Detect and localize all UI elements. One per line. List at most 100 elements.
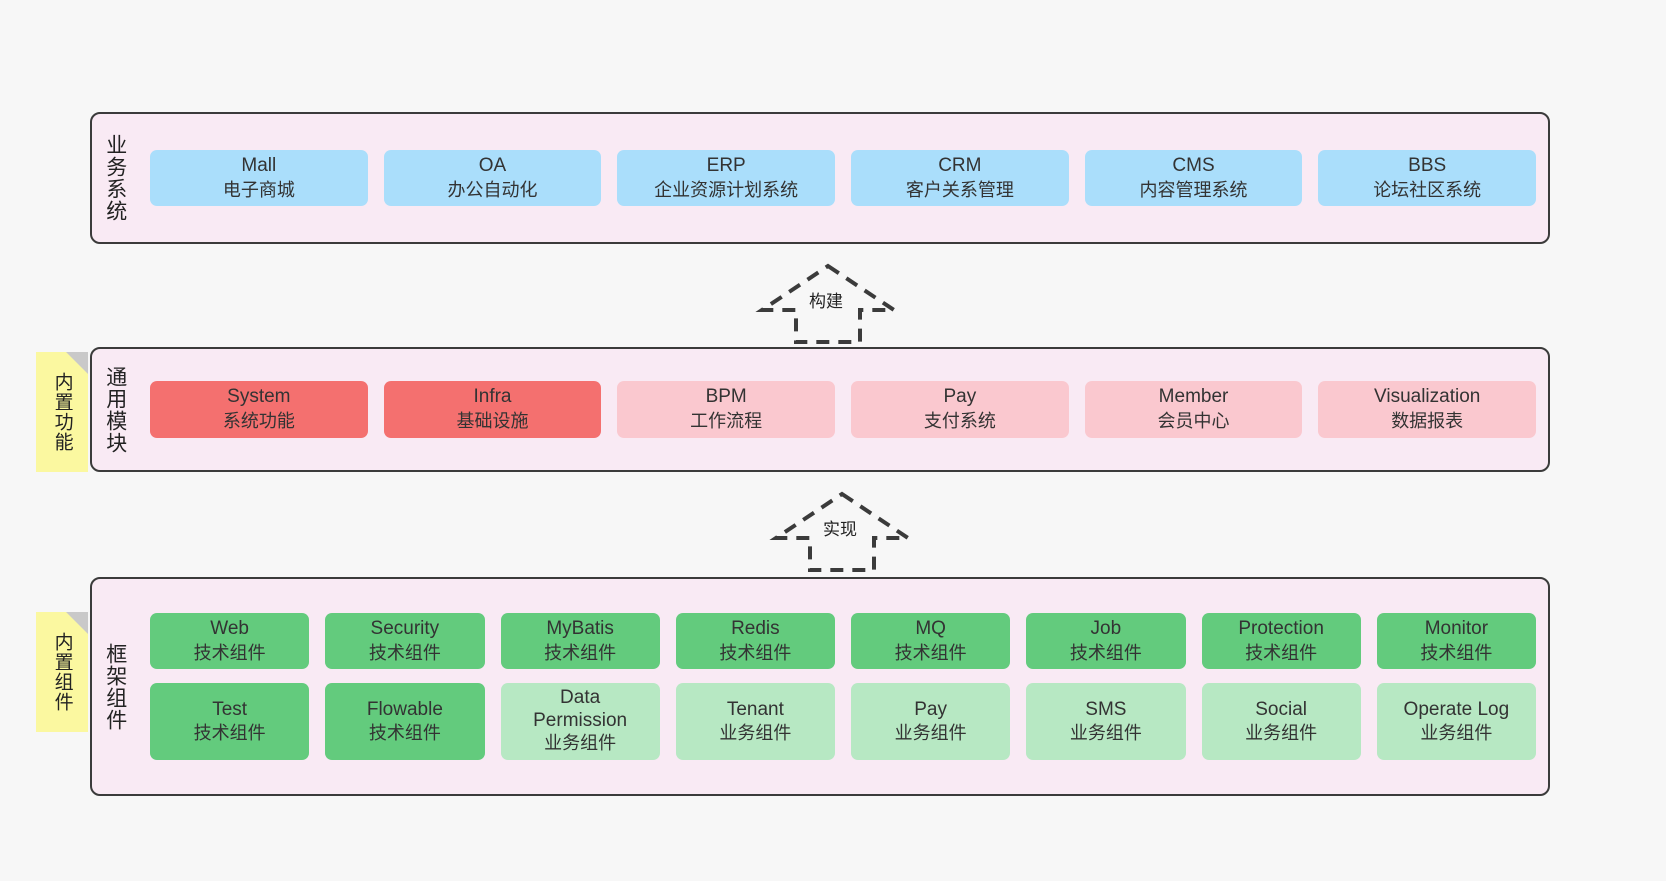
card-security[interactable]: Security 技术组件 (325, 613, 485, 670)
card-subtitle: 业务组件 (1420, 723, 1493, 744)
card-cms[interactable]: CMS 内容管理系统 (1084, 149, 1303, 207)
card-title: MyBatis (546, 618, 614, 640)
card-system[interactable]: System 系统功能 (150, 381, 368, 438)
card-oa[interactable]: OA 办公自动化 (383, 149, 602, 207)
card-bbs[interactable]: BBS 论坛社区系统 (1318, 149, 1537, 207)
card-pay-component[interactable]: Pay 业务组件 (851, 683, 1011, 760)
card-title: MQ (915, 618, 946, 640)
card-title: CRM (938, 154, 982, 176)
card-title: Job (1090, 618, 1122, 640)
card-subtitle: 技术组件 (193, 643, 266, 664)
card-title: Social (1255, 698, 1307, 720)
card-member[interactable]: Member 会员中心 (1084, 381, 1303, 438)
card-mq[interactable]: MQ 技术组件 (851, 613, 1011, 670)
card-redis[interactable]: Redis 技术组件 (675, 613, 835, 670)
card-title: Data Permission (533, 687, 628, 731)
card-data-permission[interactable]: Data Permission 业务组件 (500, 683, 660, 760)
card-title: Security (370, 618, 440, 640)
card-subtitle: 支付系统 (923, 411, 996, 432)
card-title: Monitor (1424, 618, 1489, 640)
card-subtitle: 会员中心 (1157, 411, 1230, 432)
card-subtitle: 业务组件 (894, 723, 967, 744)
card-title: Test (212, 698, 248, 720)
layer-body-common-modules: System 系统功能 Infra 基础设施 BPM 工作流程 Pay 支付系统… (138, 349, 1548, 470)
card-subtitle: 业务组件 (1245, 723, 1318, 744)
card-subtitle: 企业资源计划系统 (654, 179, 799, 200)
card-subtitle: 技术组件 (544, 643, 617, 664)
dashed-hollow-arrow-up-icon (755, 263, 901, 344)
dashed-hollow-arrow-up-icon (769, 491, 915, 572)
card-title: Pay (943, 386, 977, 408)
card-mall[interactable]: Mall 电子商城 (150, 149, 368, 207)
card-title: ERP (706, 154, 746, 176)
card-subtitle: 业务组件 (719, 723, 792, 744)
card-protection[interactable]: Protection 技术组件 (1201, 613, 1361, 670)
card-job[interactable]: Job 技术组件 (1026, 613, 1186, 670)
card-subtitle: 技术组件 (1420, 643, 1493, 664)
card-erp[interactable]: ERP 企业资源计划系统 (617, 149, 836, 207)
card-subtitle: 技术组件 (1069, 643, 1142, 664)
sticky-note-builtin-components: 内置组件 (36, 612, 88, 732)
card-subtitle: 技术组件 (894, 643, 967, 664)
card-title: Member (1158, 386, 1229, 408)
card-monitor[interactable]: Monitor 技术组件 (1376, 613, 1536, 670)
card-bpm[interactable]: BPM 工作流程 (617, 381, 836, 438)
card-subtitle: 基础设施 (456, 411, 529, 432)
card-title: Web (210, 618, 249, 640)
layer-title-business-system: 业务系统 (103, 134, 127, 222)
card-title: Mall (241, 154, 277, 176)
card-subtitle: 电子商城 (222, 179, 295, 200)
card-title: BBS (1408, 154, 1447, 176)
card-subtitle: 业务组件 (1069, 723, 1142, 744)
card-title: CMS (1172, 154, 1215, 176)
connector-implement: 实现 (769, 490, 915, 572)
card-flowable[interactable]: Flowable 技术组件 (325, 683, 485, 760)
card-subtitle: 技术组件 (1245, 643, 1318, 664)
card-pay-module[interactable]: Pay 支付系统 (851, 381, 1069, 438)
note-fold-corner-icon (66, 612, 88, 634)
layer-title-common-modules: 通用模块 (103, 365, 127, 454)
card-subtitle: 技术组件 (368, 723, 441, 744)
card-mybatis[interactable]: MyBatis 技术组件 (500, 613, 660, 670)
card-title: Operate Log (1403, 698, 1510, 720)
connector-label-build: 构建 (806, 287, 846, 312)
card-title: Tenant (726, 698, 784, 720)
card-row: Web 技术组件 Security 技术组件 MyBatis 技术组件 Redi… (150, 613, 1536, 670)
card-subtitle: 数据报表 (1391, 411, 1464, 432)
card-sms[interactable]: SMS 业务组件 (1026, 683, 1186, 760)
card-title: Protection (1238, 618, 1324, 640)
note-fold-corner-icon (66, 352, 88, 374)
card-subtitle: 业务组件 (544, 733, 617, 754)
card-subtitle: 系统功能 (222, 411, 295, 432)
sticky-note-builtin-functions: 内置功能 (36, 352, 88, 472)
card-operate-log[interactable]: Operate Log 业务组件 (1376, 683, 1536, 760)
card-subtitle: 技术组件 (368, 643, 441, 664)
layer-business-system: 业务系统 Mall 电子商城 OA 办公自动化 ERP 企业资源计划系统 CRM… (90, 112, 1550, 244)
card-row: Mall 电子商城 OA 办公自动化 ERP 企业资源计划系统 CRM 客户关系… (150, 149, 1537, 207)
card-visualization[interactable]: Visualization 数据报表 (1318, 381, 1537, 438)
card-title: Flowable (366, 698, 443, 720)
card-title: Redis (731, 618, 780, 640)
card-test[interactable]: Test 技术组件 (150, 683, 310, 760)
card-subtitle: 论坛社区系统 (1373, 179, 1482, 200)
card-row: System 系统功能 Infra 基础设施 BPM 工作流程 Pay 支付系统… (150, 381, 1537, 438)
card-crm[interactable]: CRM 客户关系管理 (851, 149, 1069, 207)
card-subtitle: 技术组件 (719, 643, 792, 664)
card-title: Infra (473, 386, 512, 408)
sticky-note-label: 内置功能 (51, 372, 73, 452)
card-web[interactable]: Web 技术组件 (150, 613, 310, 670)
card-title: BPM (705, 386, 747, 408)
card-tenant[interactable]: Tenant 业务组件 (675, 683, 835, 760)
card-title: System (227, 386, 291, 408)
card-subtitle: 技术组件 (193, 723, 266, 744)
connector-label-implement: 实现 (820, 515, 860, 540)
card-social[interactable]: Social 业务组件 (1201, 683, 1361, 760)
card-title: SMS (1085, 698, 1127, 720)
card-row: Test 技术组件 Flowable 技术组件 Data Permission … (150, 683, 1536, 760)
card-title: Pay (914, 698, 947, 720)
connector-build: 构建 (755, 262, 901, 344)
layer-body-business-system: Mall 电子商城 OA 办公自动化 ERP 企业资源计划系统 CRM 客户关系… (138, 114, 1548, 242)
sticky-note-label: 内置组件 (51, 632, 73, 712)
card-infra[interactable]: Infra 基础设施 (383, 381, 602, 438)
